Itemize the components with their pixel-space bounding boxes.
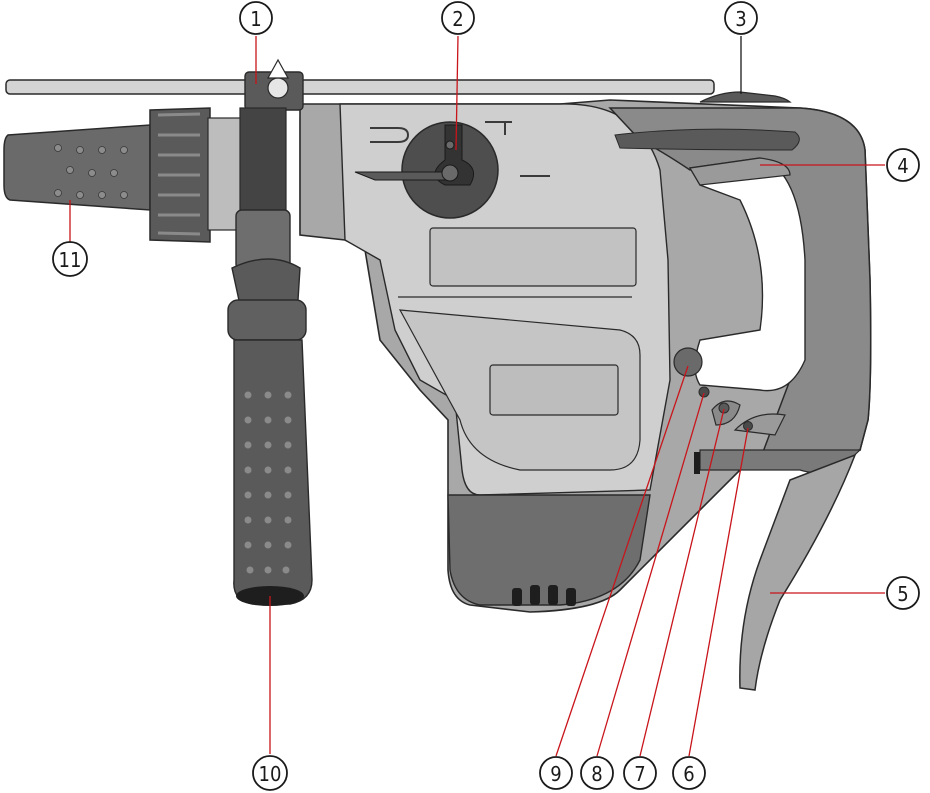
callout-10-label: 10 xyxy=(259,762,282,786)
callout-4: 4 xyxy=(886,148,920,182)
belt-hook xyxy=(739,453,857,691)
callout-5: 5 xyxy=(886,576,920,610)
top-rear-button xyxy=(699,91,792,103)
callout-7: 7 xyxy=(623,756,657,790)
callout-2: 2 xyxy=(441,1,475,35)
callout-1: 1 xyxy=(239,1,273,35)
callout-8: 8 xyxy=(580,756,614,790)
auxiliary-handle xyxy=(227,209,313,606)
mode-selector-switch xyxy=(354,121,550,219)
callout-11-label: 11 xyxy=(59,248,82,272)
callout-6-label: 6 xyxy=(683,762,694,786)
callout-3-label: 3 xyxy=(735,7,746,31)
callout-7-label: 7 xyxy=(634,762,645,786)
callout-8-label: 8 xyxy=(591,762,602,786)
callout-10: 10 xyxy=(252,755,288,791)
callout-6: 6 xyxy=(672,756,706,790)
callout-9: 9 xyxy=(539,756,573,790)
callout-5-label: 5 xyxy=(897,582,908,606)
depth-stop-rod xyxy=(5,79,715,95)
leader-2 xyxy=(455,35,459,151)
rear-handle xyxy=(608,107,872,474)
leader-9 xyxy=(555,365,689,757)
leader-8 xyxy=(596,392,705,757)
leader-7 xyxy=(639,408,725,757)
callout-1-label: 1 xyxy=(250,7,261,31)
callout-9-label: 9 xyxy=(550,762,561,786)
leader-lines xyxy=(69,35,885,757)
callout-11: 11 xyxy=(52,241,88,277)
callout-2-label: 2 xyxy=(452,7,463,31)
callout-4-label: 4 xyxy=(897,154,908,178)
depth-stop-clamp xyxy=(239,58,304,219)
callout-3: 3 xyxy=(724,1,758,35)
leader-6 xyxy=(688,427,749,757)
